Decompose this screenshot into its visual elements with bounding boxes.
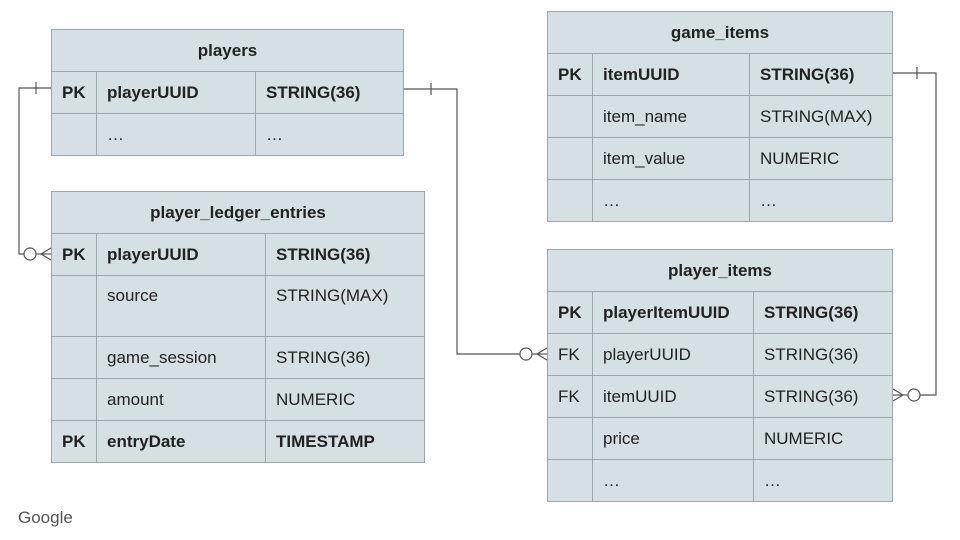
column-type: NUMERIC	[749, 137, 893, 180]
column-name: …	[592, 459, 754, 502]
table-row: amount NUMERIC	[51, 378, 425, 421]
google-logo: Google	[18, 508, 73, 527]
key-cell: PK	[51, 233, 97, 276]
table-row: PK playerUUID STRING(36)	[51, 233, 425, 276]
key-cell: FK	[547, 375, 593, 418]
players-table: players PK playerUUID STRING(36) … …	[51, 29, 404, 156]
crows-foot-mark	[892, 388, 904, 396]
column-type: STRING(36)	[749, 53, 893, 96]
column-type: TIMESTAMP	[265, 420, 425, 463]
key-cell	[547, 137, 593, 180]
key-cell	[51, 113, 97, 156]
column-type: …	[255, 113, 404, 156]
crows-foot-mark	[536, 347, 548, 355]
table-row: PK entryDate TIMESTAMP	[51, 420, 425, 463]
column-type: STRING(36)	[753, 375, 893, 418]
column-type: STRING(MAX)	[265, 275, 425, 337]
key-cell: PK	[51, 71, 97, 114]
crows-foot-mark	[40, 247, 52, 255]
game-items-table: game_items PK itemUUID STRING(36) item_n…	[547, 11, 893, 222]
table-row: game_session STRING(36)	[51, 336, 425, 379]
column-type: STRING(36)	[265, 233, 425, 276]
table-row: … …	[547, 459, 893, 502]
zero-mark	[519, 347, 533, 361]
key-cell: PK	[547, 291, 593, 334]
column-name: entryDate	[96, 420, 266, 463]
column-type: …	[749, 179, 893, 222]
relationship-players-player-items	[404, 83, 548, 361]
table-row: PK itemUUID STRING(36)	[547, 53, 893, 96]
zero-mark	[907, 388, 921, 402]
table-title: game_items	[547, 11, 893, 54]
table-row: PK playerItemUUID STRING(36)	[547, 291, 893, 334]
table-title: players	[51, 29, 404, 72]
column-type: STRING(36)	[753, 291, 893, 334]
column-name: …	[592, 179, 750, 222]
table-title: player_ledger_entries	[51, 191, 425, 234]
table-row: FK itemUUID STRING(36)	[547, 375, 893, 418]
table-row: source STRING(MAX)	[51, 275, 425, 337]
column-type: …	[753, 459, 893, 502]
player-items-table: player_items PK playerItemUUID STRING(36…	[547, 249, 893, 502]
table-row: … …	[547, 179, 893, 222]
column-name: …	[96, 113, 256, 156]
relationship-game-items-player-items	[892, 67, 937, 402]
key-cell: PK	[51, 420, 97, 463]
table-row: item_value NUMERIC	[547, 137, 893, 180]
table-row: … …	[51, 113, 404, 156]
table-row: PK playerUUID STRING(36)	[51, 71, 404, 114]
table-title: player_items	[547, 249, 893, 292]
zero-mark	[23, 247, 37, 261]
column-name: playerUUID	[96, 71, 256, 114]
column-type: STRING(36)	[265, 336, 425, 379]
column-name: source	[96, 275, 266, 337]
key-cell	[51, 378, 97, 421]
relationship-players-ledger	[18, 82, 52, 261]
column-name: playerItemUUID	[592, 291, 754, 334]
column-name: itemUUID	[592, 375, 754, 418]
player-ledger-entries-table: player_ledger_entries PK playerUUID STRI…	[51, 191, 425, 463]
column-type: NUMERIC	[265, 378, 425, 421]
column-name: playerUUID	[96, 233, 266, 276]
